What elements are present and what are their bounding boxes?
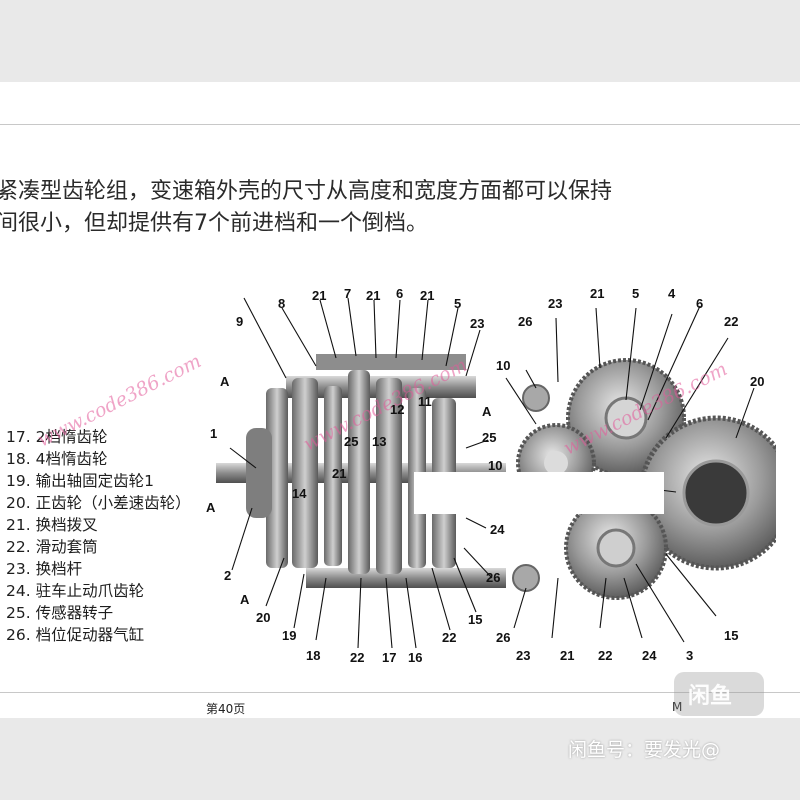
- gear-stack: [348, 370, 370, 574]
- footer-right-text: M: [672, 700, 683, 714]
- part-label: 8: [278, 296, 285, 311]
- part-label: 23: [470, 316, 484, 331]
- part-label: 26: [518, 314, 532, 329]
- part-label: 22: [442, 630, 456, 645]
- part-label: 6: [396, 286, 403, 301]
- legend-item: 23. 换档杆: [6, 560, 83, 578]
- part-label: 22: [598, 648, 612, 663]
- gear-stack: [292, 378, 318, 568]
- top-margin-band: [0, 0, 800, 82]
- part-label: 6: [696, 296, 703, 311]
- part-label: 21: [366, 288, 380, 303]
- part-label: 22: [350, 650, 364, 665]
- part-label: 5: [454, 296, 461, 311]
- legend-item: 24. 驻车止动爪齿轮: [6, 582, 145, 600]
- actuator-cylinder-top: [522, 384, 550, 412]
- part-label: 20: [256, 610, 270, 625]
- part-label: 19: [282, 628, 296, 643]
- part-label: 15: [724, 628, 738, 643]
- part-label: 10: [488, 458, 502, 473]
- part-label: 5: [632, 286, 639, 301]
- part-label: A: [220, 374, 230, 389]
- part-label: 21: [332, 466, 346, 481]
- part-label: 12: [390, 402, 404, 417]
- parts-legend: 17. 2档惰齿轮 18. 4档惰齿轮 19. 输出轴固定齿轮1 20. 正齿轮…: [6, 426, 226, 646]
- middle-gear-hub: [544, 451, 568, 475]
- part-label: 24: [642, 648, 657, 663]
- part-label: 16: [408, 650, 422, 665]
- part-label: 23: [516, 648, 530, 663]
- legend-item: 18. 4档惰齿轮: [6, 450, 108, 468]
- part-label: A: [206, 500, 216, 515]
- part-label: 9: [236, 314, 243, 329]
- part-label: 21: [312, 288, 326, 303]
- part-label: 4: [668, 286, 676, 301]
- part-label: 21: [590, 286, 604, 301]
- app-logo-badge: 闲鱼: [674, 672, 764, 716]
- app-logo-text: 闲鱼: [688, 684, 733, 709]
- part-label: 7: [344, 286, 351, 301]
- part-label: 21: [420, 288, 434, 303]
- part-label: 2: [224, 568, 231, 583]
- part-label: 22: [724, 314, 738, 329]
- part-label: 26: [486, 570, 500, 585]
- part-label: 3: [686, 648, 693, 663]
- part-label: 26: [496, 630, 510, 645]
- part-label: 14: [292, 486, 307, 501]
- part-number-labels: 9 8 21 7 21 6 21 5 23 A A 1 12 11 25 13 …: [206, 286, 764, 665]
- part-label: 24: [490, 522, 505, 537]
- legend-item: 20. 正齿轮（小差速齿轮）: [6, 494, 191, 512]
- gear-stack: [376, 378, 402, 574]
- part-label: 23: [548, 296, 562, 311]
- intro-paragraph: 紧凑型齿轮组，变速箱外壳的尺寸从高度和宽度方面都可以保持 间很小，但却提供有7个…: [0, 176, 800, 240]
- legend-item: 19. 输出轴固定齿轮1: [6, 472, 154, 490]
- part-label: 15: [468, 612, 482, 627]
- part-label: A: [482, 404, 492, 419]
- actuator-cylinder-bottom: [512, 564, 540, 592]
- part-label: 18: [306, 648, 320, 663]
- legend-item: 17. 2档惰齿轮: [6, 428, 108, 446]
- legend-item: 22. 滑动套筒: [6, 538, 98, 556]
- intro-line-1: 紧凑型齿轮组，变速箱外壳的尺寸从高度和宽度方面都可以保持: [0, 179, 613, 204]
- part-label: 13: [372, 434, 386, 449]
- header-rule: [0, 124, 800, 125]
- seller-id-watermark: 闲鱼号：要发光@: [568, 739, 721, 761]
- bottom-margin-band: [0, 718, 800, 800]
- legend-item: 26. 档位促动器气缸: [6, 626, 145, 644]
- part-label: 10: [496, 358, 510, 373]
- synchro-hub: [246, 428, 272, 518]
- page-number: 第40页: [206, 702, 246, 716]
- legend-item: 21. 换档拨叉: [6, 516, 98, 534]
- gear-stack-left: [266, 388, 288, 568]
- part-label: A: [240, 592, 250, 607]
- shift-rail: [316, 354, 466, 370]
- part-label: 25: [482, 430, 496, 445]
- gear-stack: [324, 386, 342, 566]
- part-label: 1: [210, 426, 217, 441]
- gearbox-diagram: 9 8 21 7 21 6 21 5 23 A A 1 12 11 25 13 …: [206, 286, 776, 665]
- part-label: 20: [750, 374, 764, 389]
- part-label: 11: [418, 394, 432, 409]
- lower-gear-hub: [596, 528, 636, 568]
- left-gear-assembly: [216, 354, 506, 588]
- intro-line-2: 间很小，但却提供有7个前进档和一个倒档。: [0, 211, 428, 236]
- legend-item: 25. 传感器转子: [6, 604, 114, 622]
- differential-hub: [682, 459, 750, 527]
- footer-rule: [0, 692, 800, 693]
- obscured-region: [414, 472, 664, 514]
- part-label: 17: [382, 650, 396, 665]
- part-label: 21: [560, 648, 574, 663]
- part-label: 25: [344, 434, 358, 449]
